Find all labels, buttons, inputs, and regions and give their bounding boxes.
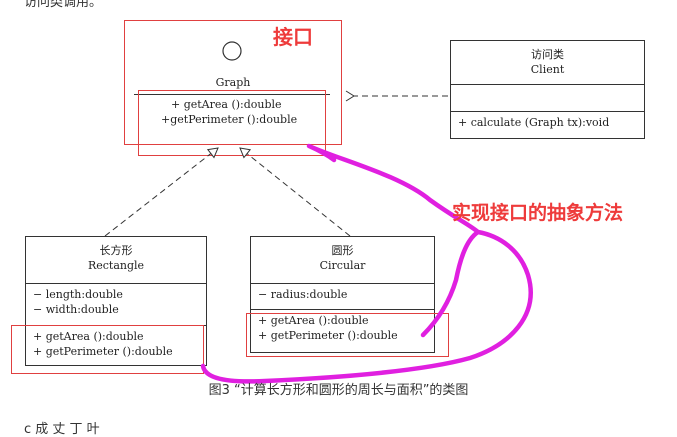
figure-caption: 图3 “计算长方形和圆形的周长与面积”的类图 — [208, 383, 469, 398]
circular-methods-highlight — [246, 313, 449, 357]
circular-realization-line — [239, 147, 351, 237]
interface-icon — [222, 41, 242, 61]
rectangle-class-name: Rectangle — [87, 259, 145, 272]
rectangle-methods-highlight — [11, 325, 204, 374]
client-class-name-cn: 访问类 — [531, 48, 564, 61]
bottom-text-fragment: c 成 丈 丁 叶 — [24, 422, 100, 437]
graph-interface-box — [124, 20, 342, 145]
rectangle-attr-length: − length:double — [33, 288, 123, 301]
rectangle-class-box: 长方形 Rectangle − length:double − width:do… — [25, 236, 207, 366]
circular-methods: + getArea ():double + getPerimeter ():do… — [251, 309, 434, 346]
circular-method-get-area: + getArea ():double — [258, 314, 369, 327]
circular-method-get-perimeter: + getPerimeter ():double — [258, 329, 398, 342]
circular-class-name: Circular — [319, 259, 366, 272]
graph-method-get-perimeter: +getPerimeter ():double — [161, 113, 298, 126]
circular-attributes: − radius:double — [251, 283, 434, 309]
graph-divider — [134, 94, 330, 95]
client-class-name: Client — [530, 63, 565, 76]
rectangle-realization-line — [104, 147, 219, 237]
circular-class-name-cn: 圆形 — [331, 244, 354, 257]
top-text-fragment: 访问类调用。 — [24, 0, 103, 10]
graph-interface-name: Graph — [215, 76, 251, 89]
interface-annotation-label: 接口 — [273, 25, 313, 49]
rectangle-attr-width: − width:double — [33, 303, 119, 316]
graph-methods: + getArea ():double +getPerimeter ():dou… — [134, 97, 330, 127]
graph-method-get-area: + getArea ():double — [171, 98, 282, 111]
circular-attr-radius: − radius:double — [258, 288, 348, 301]
client-methods: + calculate (Graph tx):void — [451, 111, 644, 133]
client-method-calculate: + calculate (Graph tx):void — [458, 116, 610, 129]
rectangle-attributes: − length:double − width:double — [26, 283, 206, 325]
rectangle-class-name-cn: 长方形 — [99, 244, 133, 257]
diagram-connectors — [104, 90, 533, 384]
client-class-box: 访问类 Client + calculate (Graph tx):void — [450, 40, 645, 139]
rectangle-method-get-area: + getArea ():double — [33, 330, 144, 343]
client-attributes — [451, 84, 644, 111]
circular-class-box: 圆形 Circular − radius:double + getArea ()… — [250, 236, 435, 353]
magenta-annotation-scribble — [200, 143, 533, 384]
implement-annotation-label: 实现接口的抽象方法 — [452, 202, 624, 224]
graph-methods-highlight — [138, 90, 326, 156]
rectangle-method-get-perimeter: + getPerimeter ():double — [33, 345, 173, 358]
